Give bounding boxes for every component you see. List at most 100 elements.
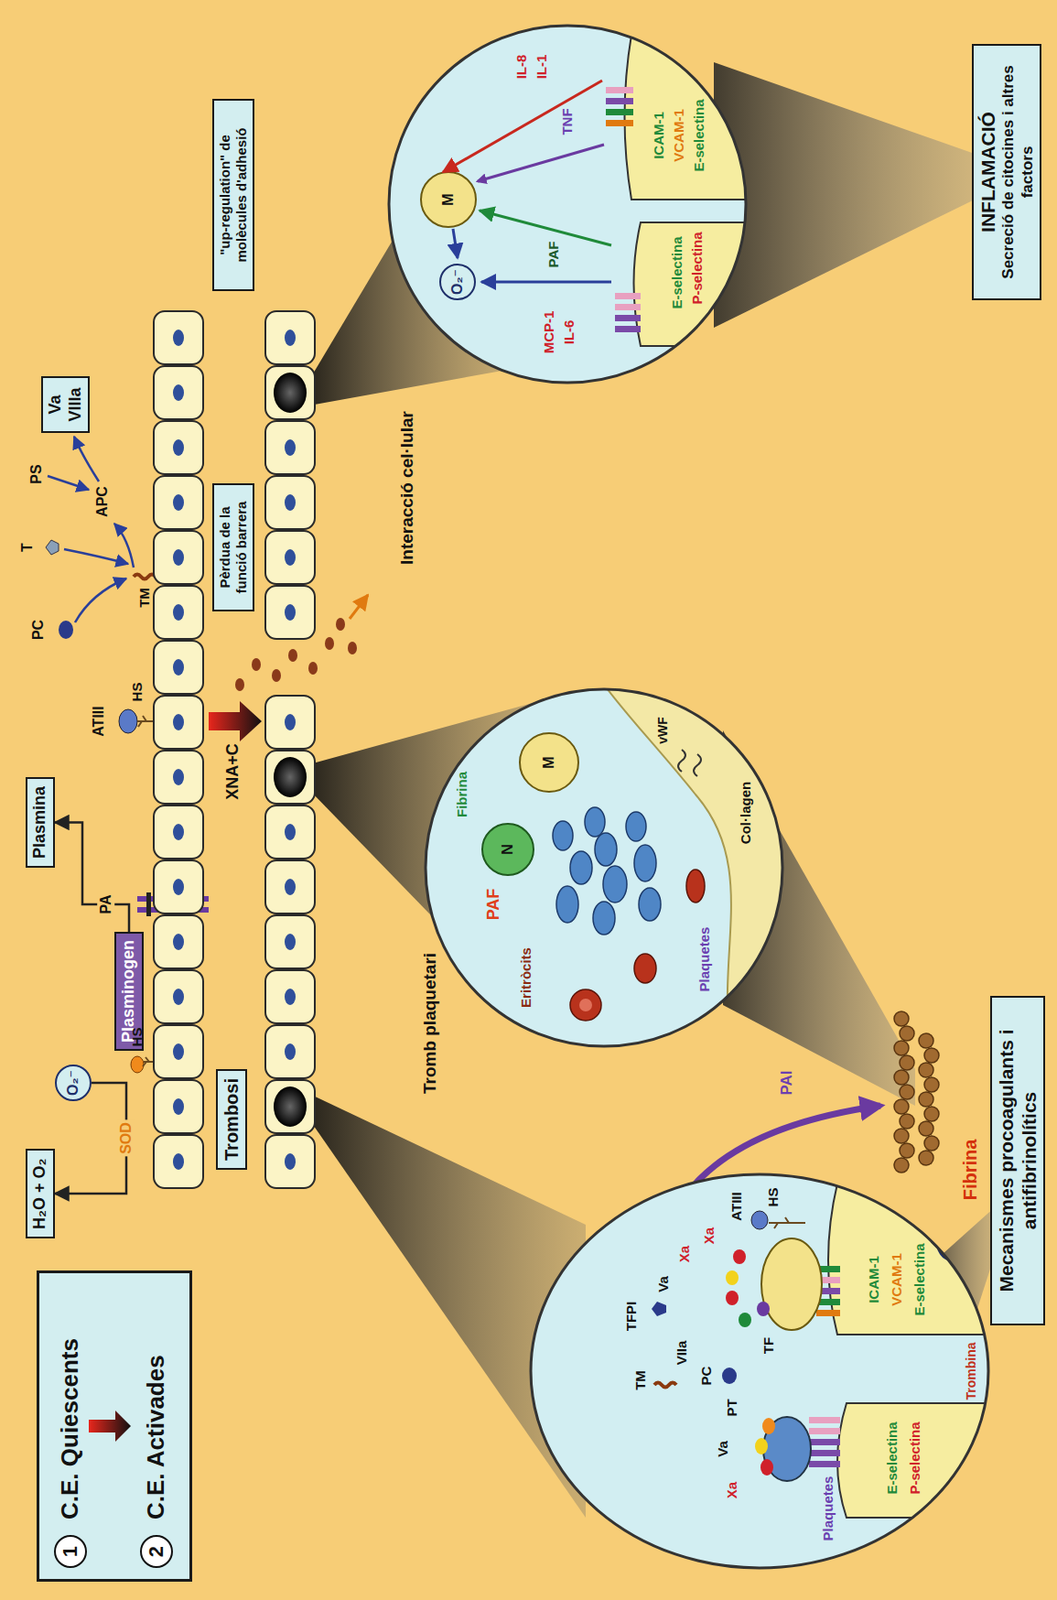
label: PT bbox=[724, 1398, 741, 1416]
label: XNA+C bbox=[224, 743, 243, 800]
procoagulant-zoom bbox=[768, 1217, 806, 1229]
quiescent-endothelium bbox=[153, 530, 204, 584]
label: Col·lagen bbox=[738, 781, 755, 844]
label: Va bbox=[656, 1275, 672, 1293]
label: VCAM-1 bbox=[889, 1252, 906, 1306]
outcome-box: Mecanismes procoagulants i antifibrinolí… bbox=[990, 995, 1046, 1326]
procoagulant-zoom bbox=[756, 1301, 770, 1316]
platelet-thrombus-zoom bbox=[584, 807, 605, 837]
quiescent-endothelium bbox=[153, 750, 204, 804]
procoagulant-zoom bbox=[808, 1427, 841, 1435]
cell-interaction-zoom bbox=[614, 303, 641, 311]
cell-interaction-zoom bbox=[614, 325, 641, 333]
cell-interaction-zoom bbox=[605, 86, 634, 94]
erythrocytes-leak bbox=[235, 594, 368, 691]
label: E-selectina bbox=[884, 1421, 901, 1494]
platelet-thrombus-zoom bbox=[634, 844, 657, 882]
procoagulant-zoom bbox=[722, 1367, 737, 1384]
top-glyphs bbox=[75, 578, 127, 623]
node-text: O₂⁻ bbox=[448, 269, 466, 295]
label: VIIa bbox=[674, 1340, 691, 1366]
label: Xa bbox=[724, 1481, 741, 1499]
activated-endothelium bbox=[265, 420, 315, 475]
procoagulant-zoom bbox=[751, 1210, 768, 1230]
label: VCAM-1 bbox=[671, 108, 688, 162]
erythrocytes-leak bbox=[288, 648, 298, 662]
label: ATIII bbox=[90, 705, 108, 736]
label: PAI bbox=[778, 1069, 797, 1095]
procoagulant-zoom bbox=[733, 1249, 746, 1264]
procoagulant-zoom bbox=[654, 1382, 677, 1388]
label: Xa bbox=[701, 1227, 718, 1244]
radical-circle: O₂⁻ bbox=[439, 263, 476, 301]
procoagulant-zoom bbox=[651, 1183, 1003, 1518]
label: APC bbox=[94, 485, 111, 518]
platelet-thrombus-zoom bbox=[570, 851, 593, 885]
procoagulant-zoom bbox=[808, 1416, 841, 1424]
platelet-thrombus-zoom bbox=[425, 684, 824, 1051]
fibrin-chain bbox=[924, 1047, 939, 1063]
quiescent-endothelium bbox=[153, 366, 204, 420]
erythrocytes-leak bbox=[324, 636, 335, 650]
activated-endothelium bbox=[265, 860, 315, 914]
cell-interaction-zoom bbox=[388, 25, 746, 383]
activated-endothelium bbox=[265, 311, 315, 1188]
label: PC bbox=[699, 1366, 715, 1386]
fibrin-chain bbox=[894, 1099, 909, 1114]
label: Plaquetes bbox=[820, 1476, 837, 1542]
activated-endothelium bbox=[265, 311, 315, 365]
cell-interaction-zoom bbox=[477, 144, 604, 182]
top-glyphs bbox=[137, 715, 154, 727]
top-glyphs bbox=[142, 1057, 154, 1067]
top-glyphs bbox=[133, 574, 156, 580]
label: HS bbox=[765, 1187, 782, 1208]
label: Fibrina bbox=[454, 771, 471, 818]
node-text: 1 bbox=[58, 1545, 83, 1557]
fibrin-chain bbox=[918, 1121, 934, 1136]
label: PC bbox=[30, 619, 47, 640]
erythrocytes-leak bbox=[308, 661, 318, 675]
node-text: Pèrdua de la funció barrera bbox=[216, 492, 250, 603]
procoagulant-zoom bbox=[808, 1460, 841, 1467]
top-glyphs bbox=[130, 1056, 144, 1073]
label: Xa bbox=[677, 1245, 693, 1262]
platelet-thrombus-zoom bbox=[519, 733, 579, 792]
platelet-thrombus-zoom bbox=[604, 684, 824, 1051]
activated-endothelium bbox=[265, 695, 315, 749]
node-text: C.E. Quiescents bbox=[55, 1337, 85, 1520]
platelet-thrombus-zoom bbox=[594, 832, 617, 866]
node-text: C.E. Activades bbox=[141, 1354, 171, 1520]
erythrocytes-leak bbox=[349, 594, 368, 619]
fibrin-chain bbox=[924, 1135, 939, 1151]
activated-endothelium bbox=[265, 585, 315, 639]
activated-endothelium bbox=[265, 1079, 315, 1133]
platelet-thrombus-zoom bbox=[603, 865, 627, 903]
label: PAF bbox=[485, 888, 504, 921]
quiescent-endothelium bbox=[153, 1024, 204, 1079]
activated-endothelium bbox=[265, 805, 315, 859]
quiescent-endothelium bbox=[153, 585, 204, 639]
activated-endothelium bbox=[265, 530, 315, 584]
procoagulant-zoom bbox=[808, 1449, 841, 1457]
process-box: Pèrdua de la funció barrera bbox=[212, 483, 255, 612]
process-box: Trombosi bbox=[215, 1068, 248, 1170]
activation-arrow bbox=[208, 701, 262, 742]
fibrin-chain bbox=[918, 1062, 934, 1078]
pai-arrow bbox=[695, 1105, 881, 1184]
cell-interaction-zoom bbox=[420, 172, 476, 227]
cell-interaction-zoom bbox=[388, 25, 778, 383]
cell-interaction-zoom bbox=[442, 80, 603, 173]
platelet-thrombus-zoom bbox=[634, 953, 657, 983]
fibrin-chain bbox=[918, 1033, 934, 1048]
platelet-thrombus-zoom bbox=[638, 887, 661, 921]
activated-endothelium bbox=[265, 970, 315, 1024]
label: IL-6 bbox=[561, 320, 578, 346]
quiescent-endothelium bbox=[153, 915, 204, 969]
fibrin-chain bbox=[899, 1055, 915, 1070]
cones bbox=[713, 62, 975, 328]
label: T bbox=[19, 542, 36, 552]
label: Plaquetes bbox=[697, 927, 713, 993]
fibrin-chain bbox=[924, 1106, 939, 1122]
quiescent-endothelium bbox=[153, 1079, 204, 1133]
